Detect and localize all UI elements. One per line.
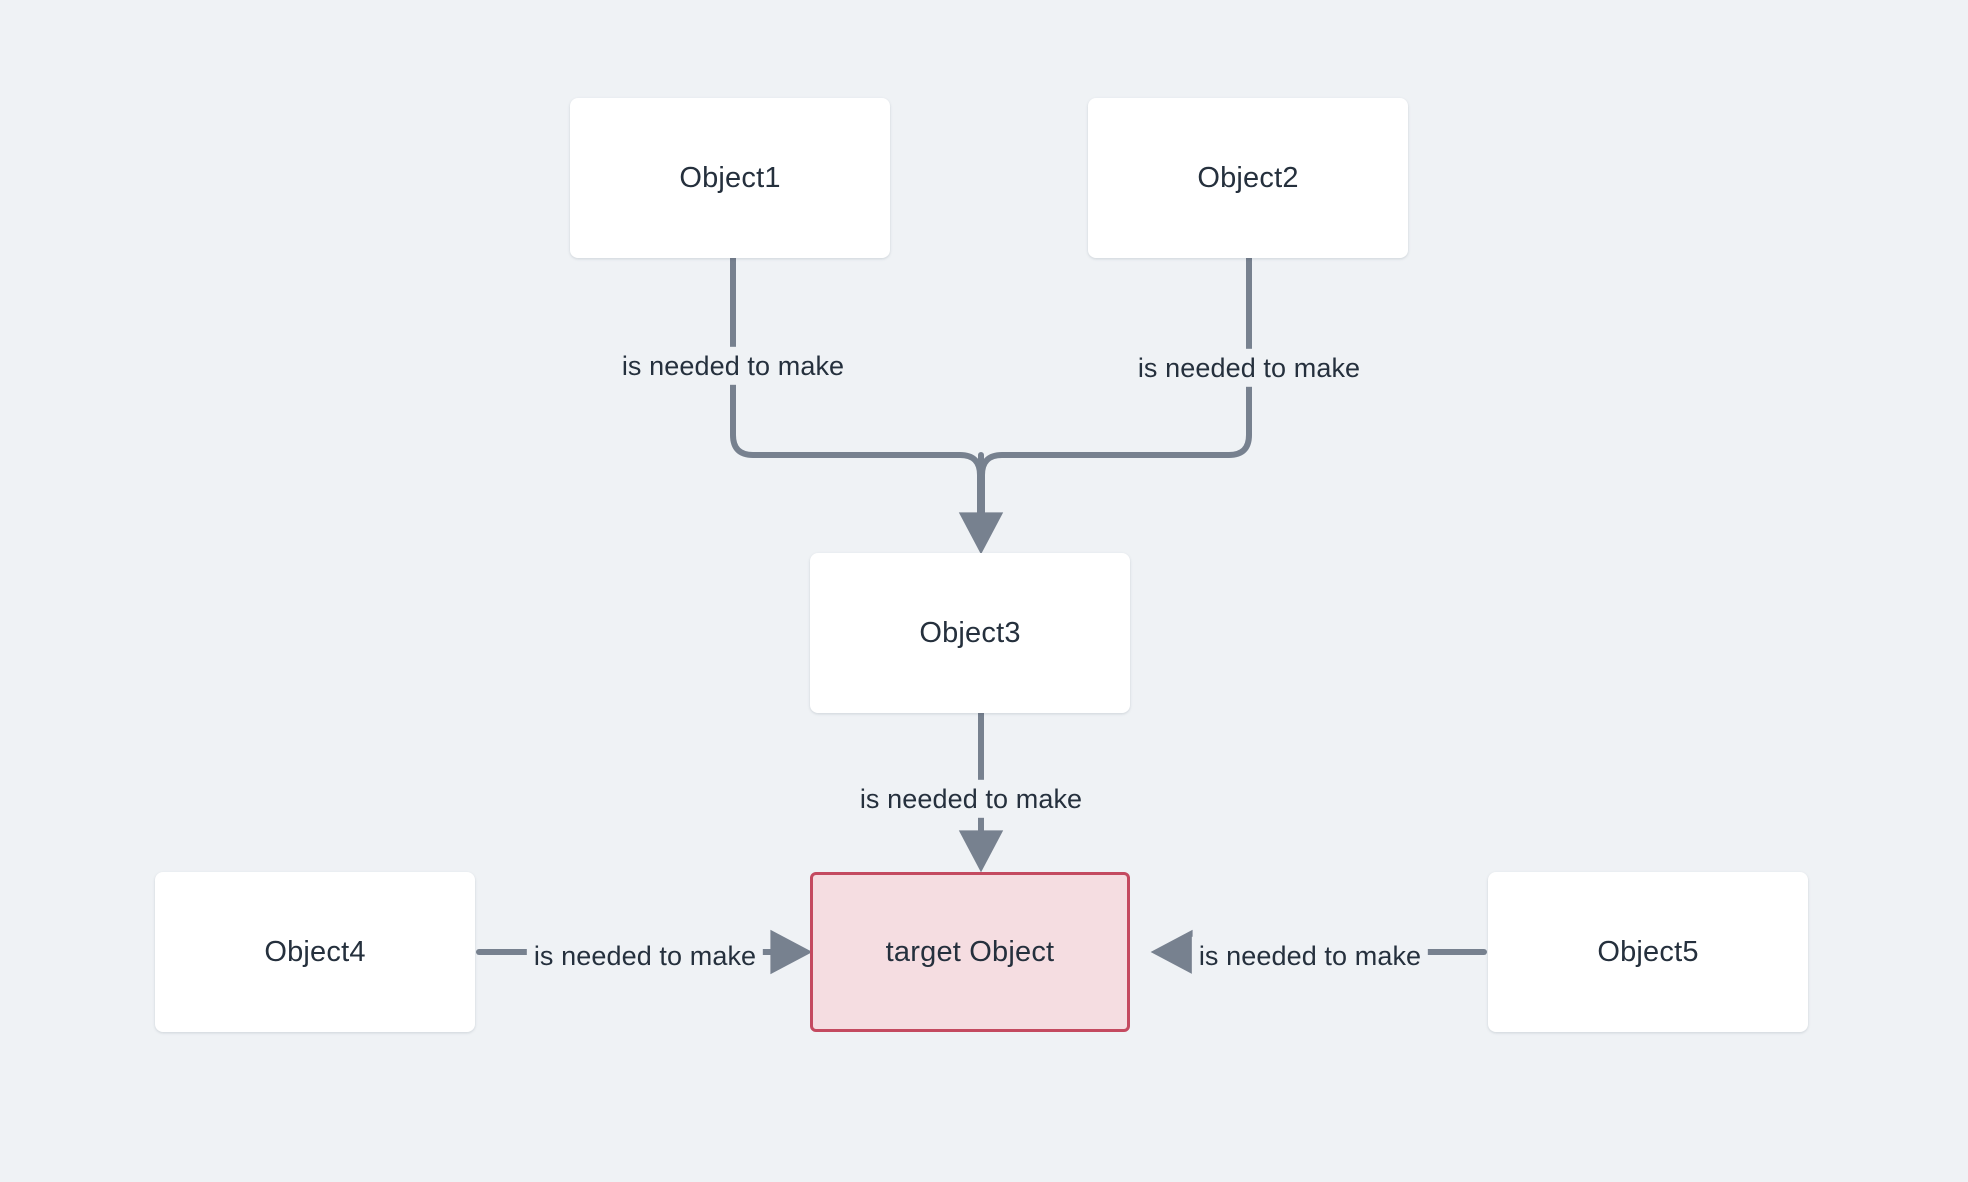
node-object2[interactable]: Object2 <box>1088 98 1408 258</box>
node-object5[interactable]: Object5 <box>1488 872 1808 1032</box>
node-target-object[interactable]: target Object <box>810 872 1130 1032</box>
node-label: Object4 <box>264 935 366 968</box>
node-object3[interactable]: Object3 <box>810 553 1130 713</box>
edge-label-object5-to-target: is needed to make <box>1191 936 1429 976</box>
node-label: Object3 <box>919 616 1021 649</box>
node-object1[interactable]: Object1 <box>570 98 890 258</box>
edge-object1-to-object3 <box>730 255 983 528</box>
node-label: Object1 <box>679 161 781 194</box>
node-label: target Object <box>885 935 1055 968</box>
edge-label-object1-to-object3: is needed to make <box>614 346 852 386</box>
node-label: Object5 <box>1597 935 1699 968</box>
node-object4[interactable]: Object4 <box>155 872 475 1032</box>
edge-label-object2-to-object3: is needed to make <box>1130 348 1368 388</box>
edge-label-object3-to-target: is needed to make <box>852 779 1090 819</box>
edge-object2-to-object3 <box>979 255 1252 528</box>
node-label: Object2 <box>1197 161 1299 194</box>
edge-label-object4-to-target: is needed to make <box>526 936 764 976</box>
